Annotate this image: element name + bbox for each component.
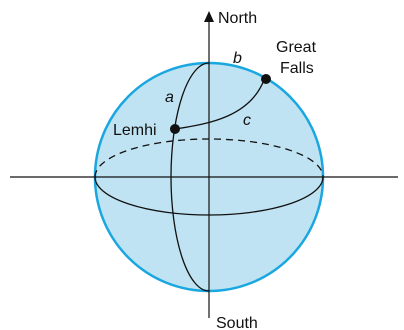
great-falls-label-line1: Great [276,39,317,56]
lemhi-label: Lemhi [113,122,157,139]
lemhi-point [170,124,180,134]
meridian-arc [170,62,210,292]
equator-back-dashed [94,138,324,178]
great-falls-point [261,74,271,84]
equator-front [94,176,324,216]
side-a-label: a [165,89,174,106]
arc-c [174,79,265,130]
side-c-label: c [243,112,251,129]
north-arrowhead [204,11,214,22]
north-label: North [218,10,257,27]
south-label: South [216,315,258,330]
great-falls-label-line2: Falls [280,60,314,77]
side-b-label: b [233,50,242,67]
